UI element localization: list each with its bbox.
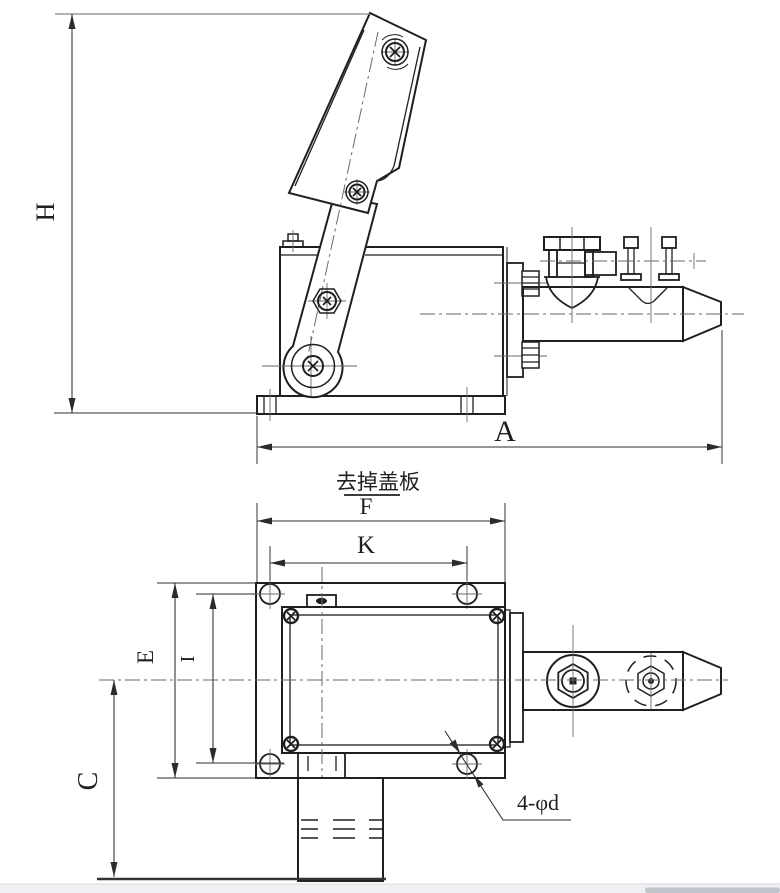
outlet-flange-side xyxy=(494,262,547,378)
pump-handle[interactable] xyxy=(287,11,428,215)
discharge-valve xyxy=(543,236,617,309)
suction-pipe-plan xyxy=(297,777,384,882)
dimension-c: C xyxy=(73,680,118,877)
label-f: F xyxy=(360,494,373,519)
label-h: H xyxy=(31,202,60,221)
label-e: E xyxy=(133,650,158,664)
horizontal-scrollbar-thumb[interactable] xyxy=(645,887,780,893)
label-a: A xyxy=(494,415,516,448)
handle-screw-lower xyxy=(344,179,370,205)
inlet-funnel xyxy=(628,287,668,305)
cover-screw xyxy=(488,607,506,625)
dimension-f xyxy=(256,503,506,582)
dimension-i: I xyxy=(177,593,284,764)
cover-note-text: 去掉盖板 xyxy=(336,470,420,494)
label-k: K xyxy=(357,532,375,559)
dimension-h: H xyxy=(31,13,370,414)
outlet-boss-plan xyxy=(546,625,600,737)
label-c: C xyxy=(73,772,104,791)
nozzle-cone-plan xyxy=(682,650,722,712)
label-i: I xyxy=(177,656,199,663)
cover-screw xyxy=(488,735,506,753)
dimension-e: E xyxy=(133,582,256,779)
vent-bolt-1 xyxy=(620,236,642,281)
arm-screw xyxy=(308,283,346,319)
cover-note: 去掉盖板 F xyxy=(336,470,420,519)
hole-callout: 4-φd xyxy=(444,730,571,821)
hole-callout-text: 4-φd xyxy=(517,790,559,815)
dimension-a: A xyxy=(256,330,723,464)
cover-screw xyxy=(282,607,300,625)
base-plate-side xyxy=(256,387,506,422)
inlet-fitting-plan xyxy=(625,653,677,709)
outlet-flange-plan xyxy=(504,609,524,748)
vent-bolt-2 xyxy=(658,236,680,281)
cover-screw xyxy=(282,735,300,753)
body-cavity-plan xyxy=(281,567,506,779)
side-view: H A xyxy=(31,11,744,464)
dimension-k: K xyxy=(269,532,468,587)
mounting-hole-bl xyxy=(255,749,285,779)
mounting-hole-tl xyxy=(255,580,285,609)
plan-view: K xyxy=(73,503,728,882)
handle-screw-top xyxy=(381,34,409,70)
pivot-boss xyxy=(262,336,357,396)
nozzle-cone-side xyxy=(682,285,722,343)
mounting-hole-tr xyxy=(452,580,482,609)
page-bottom-bar xyxy=(0,883,780,893)
outlet-pipe-plan xyxy=(522,625,722,737)
